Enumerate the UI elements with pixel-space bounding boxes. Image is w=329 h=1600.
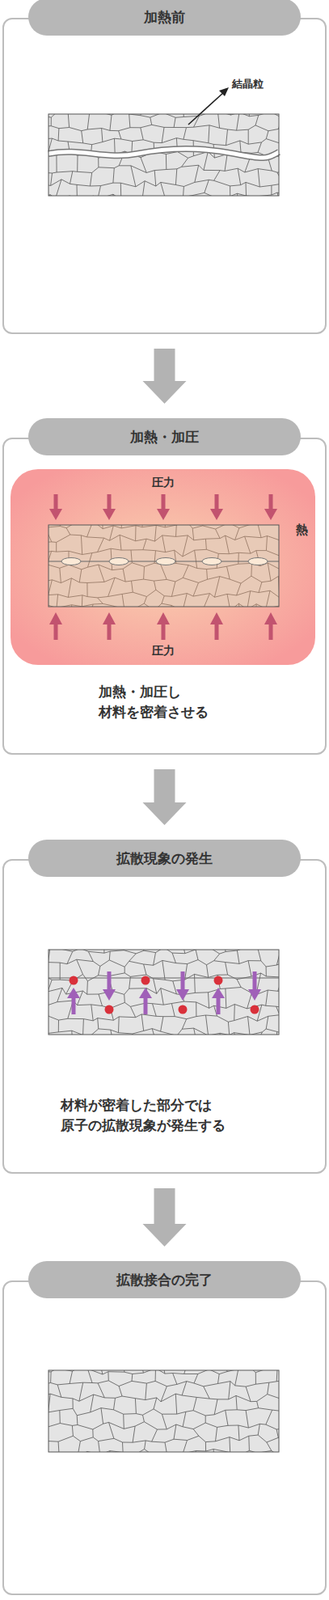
strip-outline [48,524,279,607]
grain-texture [48,524,279,607]
leader-line [188,92,224,125]
step-description: 材料が密着した部分では 原子の拡散現象が発生する [60,1094,296,1135]
pressure-label: 圧力 [151,643,175,658]
step-arrow [143,1187,187,1246]
strip-outline [48,113,279,196]
pressure-arrows [49,493,278,640]
diffusion-atoms [67,970,262,1014]
step-panel: 拡散現象の発生材料が密着した部分では 原子の拡散現象が発生する [2,858,327,1173]
step-panel: 加熱前 [2,17,327,334]
grain-boundaries [48,113,279,196]
grain-texture [48,1369,279,1451]
heat-zone [10,468,316,665]
arrow-shape [143,1187,187,1246]
material-strip [48,113,279,196]
grain-boundaries [48,524,279,607]
arrow-shape [143,348,187,404]
strip-outline [48,1369,279,1451]
interface-line [48,977,279,979]
strip-outline [48,949,279,1034]
part-label: 結晶粒 [231,76,264,92]
step-arrow [143,768,187,825]
grain-boundaries [48,1369,279,1451]
heat-tint [48,524,279,607]
grain-boundaries [48,949,279,1034]
step-heading: 拡散現象の発生 [28,839,301,877]
heat-label: 熱 [295,522,308,538]
voids [61,557,268,566]
step-heading: 加熱前 [28,0,301,36]
step-arrow [143,348,187,404]
step-heading: 拡散接合の完了 [28,1260,301,1298]
step-panel: 拡散接合の完了 [2,1279,327,1595]
step-heading: 加熱・加圧 [28,417,301,456]
gap-edge [48,148,279,158]
leader-head [219,87,229,97]
material-strip [48,524,279,607]
interface-gap [48,148,279,158]
step-description: 加熱・加圧し 材料を密着させる [98,681,285,722]
grain-texture [48,113,279,196]
material-strip [48,949,279,1034]
pressure-label: 圧力 [151,475,175,490]
arrow-shape [143,768,187,825]
grain-texture [48,949,279,1034]
